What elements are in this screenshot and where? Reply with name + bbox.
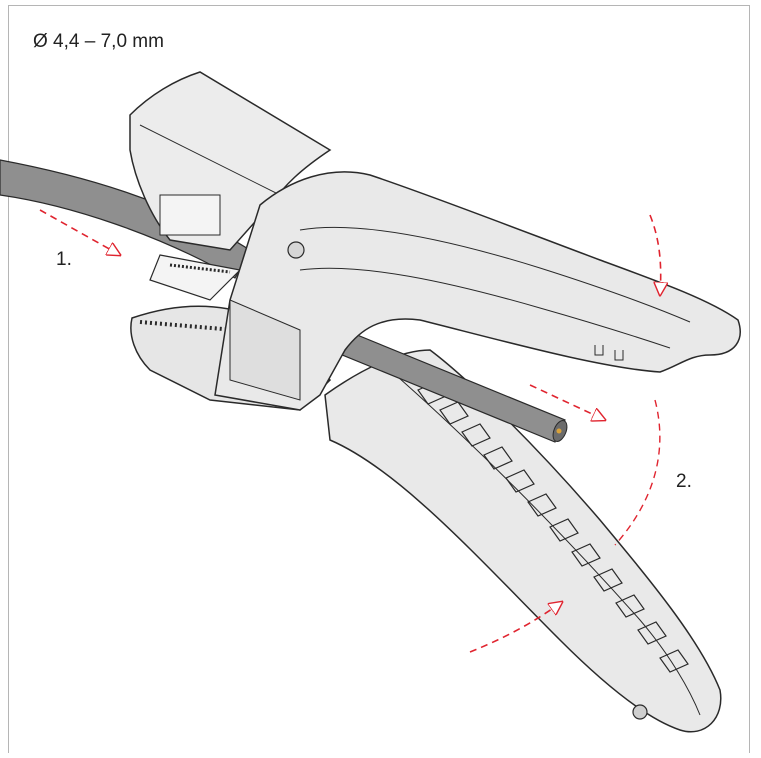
step-1-label: 1. xyxy=(56,249,72,270)
diameter-range-label: Ø 4,4 – 7,0 mm xyxy=(33,31,164,52)
tool-lower-handle xyxy=(324,349,722,733)
tool-upper-handle xyxy=(214,171,741,411)
figure-frame xyxy=(8,5,750,753)
pull-arrow xyxy=(529,384,605,420)
tool-upper-head xyxy=(129,71,332,301)
release-arrow xyxy=(469,399,661,653)
insert-arrow xyxy=(39,209,120,255)
step-2-label: 2. xyxy=(676,471,692,492)
squeeze-arrow xyxy=(649,214,661,295)
cable-exit xyxy=(334,329,568,443)
